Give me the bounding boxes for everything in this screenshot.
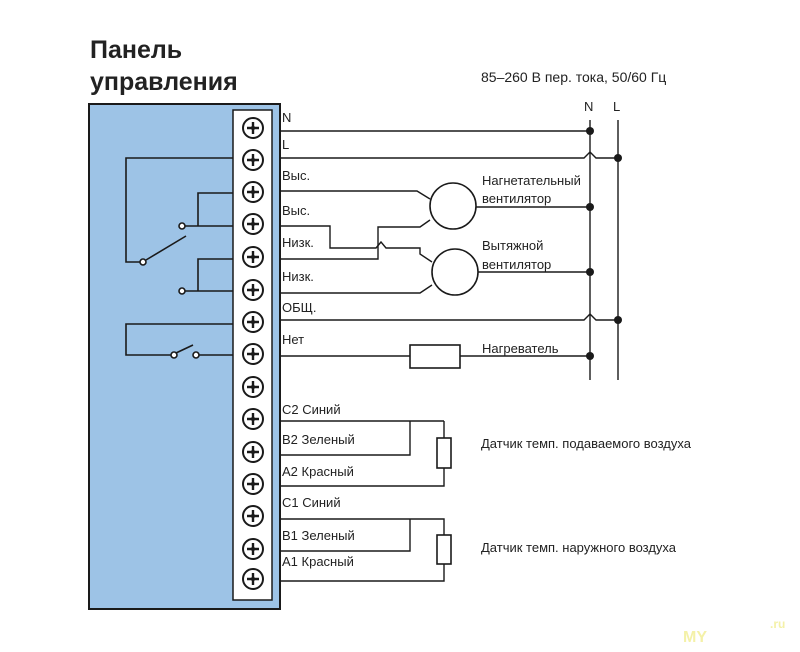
wire-a2	[279, 468, 445, 487]
relay3-contact-b	[192, 351, 200, 359]
wire-b1	[279, 519, 411, 552]
terminal-screw-icon	[242, 505, 264, 527]
supply-fan-label-2: вентилятор	[482, 191, 551, 206]
wire-b2	[279, 421, 411, 456]
internal-relays	[125, 157, 233, 359]
terminal-label: B1 Зеленый	[282, 528, 355, 543]
supply-air-sensor	[436, 437, 452, 469]
terminal-screw-icon	[242, 376, 264, 398]
terminal-screw-icon	[242, 117, 264, 139]
terminal-screw-icon	[242, 343, 264, 365]
exhaust-fan-label-2: вентилятор	[482, 257, 551, 272]
outdoor-air-sensor-label: Датчик темп. наружного воздуха	[481, 540, 677, 555]
terminal-screw-icon	[242, 181, 264, 203]
relay1-contact-b	[139, 258, 147, 266]
terminal-label: A1 Красный	[282, 554, 354, 569]
junction-n	[586, 127, 594, 135]
terminal-label: N	[282, 110, 291, 125]
terminal-screw-icon	[242, 568, 264, 590]
terminal-label: L	[282, 137, 289, 152]
rail-l-label: L	[613, 99, 620, 114]
supply-fan-motor	[429, 182, 477, 230]
terminal-screw-icon	[242, 149, 264, 171]
outdoor-air-sensor	[436, 534, 452, 565]
junction-dots	[586, 127, 622, 360]
wire-a1	[279, 564, 445, 582]
terminal-screw-icon	[242, 441, 264, 463]
relay3-switch-arm	[175, 344, 194, 354]
panel-title-line1: Панель	[90, 36, 183, 64]
rail-n-label: N	[584, 99, 593, 114]
terminal-labels: NL Выс. Выс. Низк. Низк. ОБЩ. Нет C2 Синий B2 Зе…	[279, 110, 355, 600]
supply-air-sensor-label: Датчик темп. подаваемого воздуха	[481, 436, 692, 451]
supply-fan-label-1: Нагнетательный	[482, 173, 581, 188]
relay1-high-bridge	[197, 192, 233, 226]
wire-high-1	[279, 190, 431, 200]
junction-supply-fan	[586, 203, 594, 211]
terminal-label: ОБЩ.	[282, 300, 316, 315]
heater-label: Нагреватель	[482, 341, 559, 356]
terminal-screw-icon	[242, 408, 264, 430]
terminal-screw-icon	[242, 473, 264, 495]
relay1-common-wire	[125, 157, 233, 263]
wire-high-2	[279, 225, 433, 263]
watermark-suffix: .ru	[770, 617, 785, 631]
relay3-common-wire	[125, 323, 233, 356]
relay1-contact-a	[178, 222, 186, 230]
terminal-screw-icon	[242, 538, 264, 560]
terminal-label: C2 Синий	[282, 402, 341, 417]
panel-title-line2: управления	[90, 68, 238, 96]
exhaust-fan-motor	[431, 248, 479, 296]
terminal-label: B2 Зеленый	[282, 432, 355, 447]
terminal-screws	[242, 117, 264, 590]
heater-element	[409, 344, 461, 369]
junction-l	[614, 154, 622, 162]
terminal-label: Нет	[282, 332, 304, 347]
relay3-contact-a	[170, 351, 178, 359]
junction-exhaust-fan	[586, 268, 594, 276]
terminal-screw-icon	[242, 213, 264, 235]
terminal-label: Низк.	[282, 269, 314, 284]
watermark: MY	[683, 629, 707, 646]
junction-heater	[586, 352, 594, 360]
relay1-switch-arm	[145, 235, 187, 261]
external-wiring	[279, 120, 619, 582]
junction-common	[614, 316, 622, 324]
wire-common	[279, 313, 618, 321]
wire-low-1	[279, 219, 431, 260]
terminal-screw-icon	[242, 311, 264, 333]
relay2-low-bridge	[197, 258, 233, 291]
wire-l	[279, 151, 618, 159]
terminal-screw-icon	[242, 279, 264, 301]
terminal-screw-icon	[242, 246, 264, 268]
terminal-label: Выс.	[282, 203, 310, 218]
terminal-label: C1 Синий	[282, 495, 341, 510]
wire-c1	[279, 518, 445, 535]
terminal-label: A2 Красный	[282, 464, 354, 479]
terminal-label: Низк.	[282, 235, 314, 250]
wire-low-2	[279, 284, 433, 294]
relay2-contact	[178, 287, 186, 295]
supply-voltage-label: 85–260 В пер. тока, 50/60 Гц	[481, 69, 666, 85]
terminal-label: Выс.	[282, 168, 310, 183]
exhaust-fan-label-1: Вытяжной	[482, 238, 543, 253]
